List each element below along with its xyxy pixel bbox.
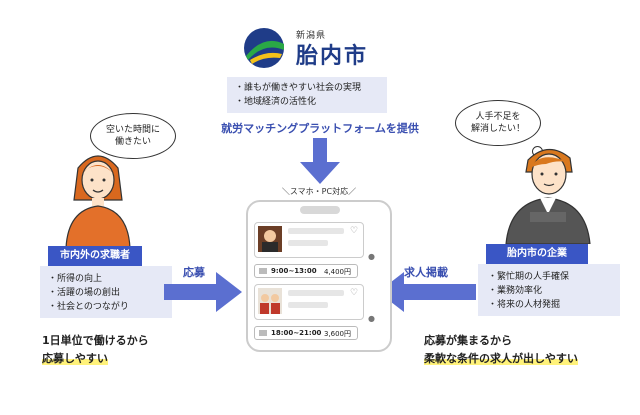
person-female-icon bbox=[65, 155, 131, 248]
seeker-speech-line: 働きたい bbox=[114, 137, 151, 147]
seeker-benefit: ・社会とのつながり bbox=[48, 302, 129, 312]
heart-icon[interactable]: ♡ bbox=[350, 288, 359, 298]
company-benefit: ・繁忙期の人手確保 bbox=[488, 272, 570, 282]
calendar-icon bbox=[259, 268, 267, 274]
seekers-box: ・所得の向上 ・活躍の場の創出 ・社会とのつながり bbox=[40, 266, 172, 318]
seeker-benefit: ・所得の向上 bbox=[48, 274, 103, 284]
seekers-title: 市内外の求職者 bbox=[48, 246, 142, 266]
city-logo-icon bbox=[244, 28, 284, 68]
goals-box: ・誰もが働きやすい社会の実現 ・地域経済の活性化 bbox=[227, 77, 387, 113]
seeker-footer-line1: 1日単位で働けるから bbox=[42, 334, 149, 347]
city-logo bbox=[240, 26, 390, 70]
seeker-speech-line: 空いた時間に bbox=[105, 125, 160, 135]
company-benefit: ・将来の人材発掘 bbox=[488, 300, 561, 310]
text-placeholder bbox=[288, 228, 344, 234]
prefecture-label: 新潟県 bbox=[296, 31, 327, 41]
shift-time: 18:00~21:00 bbox=[271, 329, 322, 337]
seeker-footer-line2: 応募しやすい bbox=[42, 352, 108, 365]
right-arrow-icon bbox=[164, 272, 242, 312]
text-placeholder bbox=[288, 290, 344, 296]
goal-item: ・地域経済の活性化 bbox=[235, 97, 317, 107]
city-name: 胎内市 bbox=[296, 44, 369, 69]
company-footer-line1: 応募が集まるから bbox=[424, 334, 512, 347]
text-placeholder bbox=[288, 240, 328, 246]
seeker-benefit: ・活躍の場の創出 bbox=[48, 288, 121, 298]
company-title: 胎内市の企業 bbox=[486, 244, 588, 264]
company-benefit: ・業務効率化 bbox=[488, 286, 543, 296]
company-speech-bubble: 人手不足を 解消したい！ bbox=[455, 100, 541, 146]
phone-notch bbox=[300, 206, 340, 214]
company-speech-line: 人手不足を bbox=[475, 112, 521, 122]
shift-pay: 4,400円 bbox=[323, 268, 351, 276]
calendar-icon bbox=[259, 330, 267, 336]
job-photo bbox=[258, 226, 282, 252]
pin-icon: ● bbox=[368, 252, 375, 261]
company-footer-line2: 柔軟な条件の求人が出しやすい bbox=[424, 352, 578, 365]
apply-label: 応募 bbox=[183, 266, 205, 279]
shift-row[interactable]: 9:00~13:00 4,400円 bbox=[254, 264, 358, 278]
shift-pay: 3,600円 bbox=[323, 330, 351, 338]
pin-icon: ● bbox=[368, 314, 375, 323]
company-speech-line: 解消したい！ bbox=[470, 124, 525, 134]
left-arrow-icon bbox=[378, 272, 476, 312]
heart-icon[interactable]: ♡ bbox=[350, 226, 359, 236]
down-arrow-icon bbox=[300, 138, 340, 184]
text-placeholder bbox=[288, 302, 328, 308]
job-posting-label: 求人掲載 bbox=[404, 266, 448, 279]
goal-item: ・誰もが働きやすい社会の実現 bbox=[235, 83, 362, 93]
shift-time: 9:00~13:00 bbox=[271, 267, 317, 275]
person-male-icon bbox=[505, 148, 591, 244]
seeker-speech-bubble: 空いた時間に 働きたい bbox=[90, 113, 176, 159]
shift-row[interactable]: 18:00~21:00 3,600円 bbox=[254, 326, 358, 340]
platform-label: 就労マッチングプラットフォームを提供 bbox=[221, 122, 419, 135]
company-box: ・繁忙期の人手確保 ・業務効率化 ・将来の人材発掘 bbox=[478, 264, 620, 316]
job-photo bbox=[258, 288, 282, 314]
device-support-label: ＼スマホ・PC対応／ bbox=[281, 187, 357, 196]
